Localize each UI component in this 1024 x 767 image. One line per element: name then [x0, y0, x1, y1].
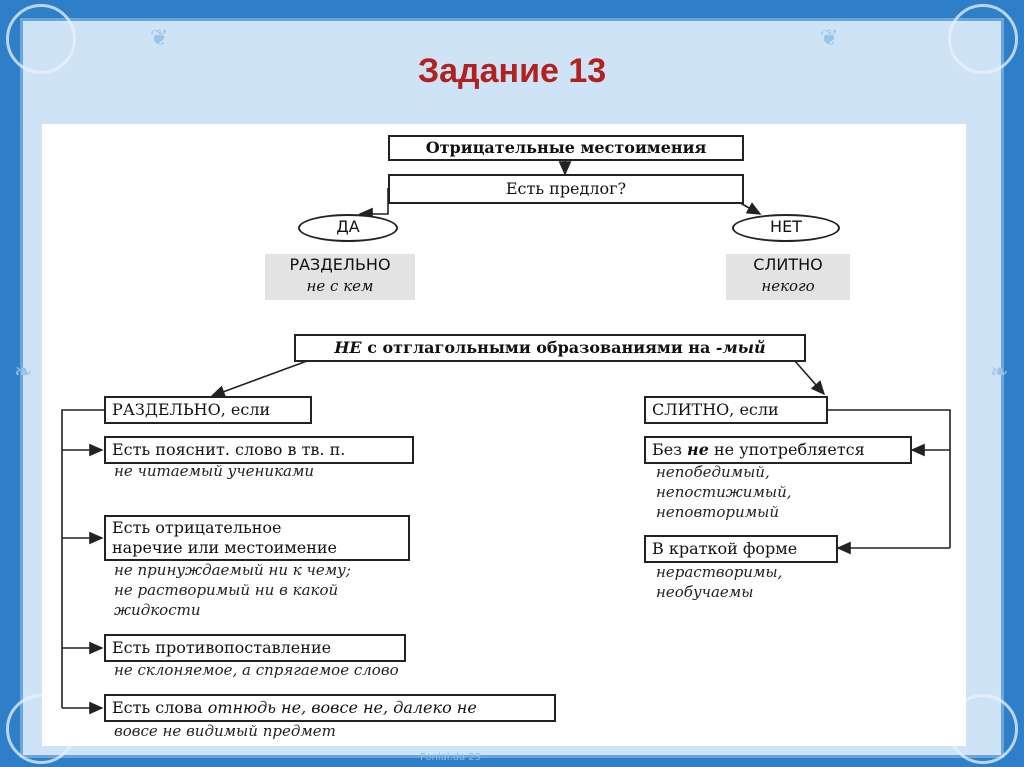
left-rule-4-prefix: Есть слова: [112, 698, 208, 717]
right-rule-1-example-1: непобедимый,: [656, 462, 770, 482]
left-rule-1-example: не читаемый учениками: [114, 461, 314, 481]
footer-watermark: Fonlai.da 25: [420, 752, 481, 763]
left-rule-1: Есть пояснит. слово в тв. п.: [104, 436, 414, 464]
left-rule-2-example-3: жидкости: [114, 600, 201, 620]
result-separate: РАЗДЕЛЬНО не с кем: [265, 254, 415, 300]
result-together: СЛИТНО некого: [726, 254, 850, 300]
right-rule-1-suffix: не употребляется: [709, 440, 865, 459]
oval-yes: ДА: [298, 214, 398, 242]
left-rule-2-line-1: Есть отрицательное: [112, 518, 402, 538]
oval-no: НЕТ: [732, 214, 840, 242]
left-rule-3-example: не склоняемое, а спрягаемое слово: [114, 660, 399, 680]
header-participles: НЕ с отглагольными образованиями на -мый: [294, 334, 806, 362]
left-rule-2-example-2: не растворимый ни в какой: [114, 580, 338, 600]
right-bracket: [828, 410, 950, 548]
header-negative-pronouns: Отрицательные местоимения: [388, 135, 744, 161]
left-rule-2-line-2: наречие или местоимение: [112, 538, 402, 558]
right-rule-1-prefix: Без: [652, 440, 687, 459]
right-rule-2-example-1: нерастворимы,: [656, 562, 782, 582]
result-separate-label: РАЗДЕЛЬНО: [265, 254, 415, 276]
left-title-separate: РАЗДЕЛЬНО, если: [104, 396, 312, 424]
left-bracket: [62, 410, 104, 708]
left-rule-4-italic: отнюдь не, вовсе не, далеко не: [208, 698, 477, 717]
right-rule-2: В краткой форме: [644, 535, 838, 563]
flourish-icon: ❦: [150, 26, 168, 51]
header-rest: с отглагольными образованиями на: [362, 338, 716, 357]
right-rule-2-example-2: необучаемы: [656, 582, 753, 602]
result-together-example: некого: [726, 276, 850, 296]
right-rule-1: Без не не употребляется: [644, 436, 912, 464]
left-rule-2: Есть отрицательное наречие или местоимен…: [104, 515, 410, 561]
flourish-icon: ❦: [820, 26, 838, 51]
result-together-label: СЛИТНО: [726, 254, 850, 276]
left-rule-2-example-1: не принуждаемый ни к чему;: [114, 560, 351, 580]
right-rule-1-example-2: непостижимый,: [656, 482, 792, 502]
left-rule-4-example: вовсе не видимый предмет: [114, 721, 336, 741]
result-separate-example: не с кем: [265, 276, 415, 296]
header-ne: НЕ: [334, 338, 361, 357]
right-rule-1-bold: не: [687, 440, 709, 459]
diagram-panel: Отрицательные местоимения Есть предлог? …: [42, 124, 966, 746]
header-suffix: -мый: [716, 338, 766, 357]
right-title-together: СЛИТНО, если: [644, 396, 828, 424]
flourish-icon: ❧: [14, 360, 32, 385]
left-rule-4: Есть слова отнюдь не, вовсе не, далеко н…: [104, 694, 556, 722]
arrow-to-no: [742, 188, 760, 214]
question-preposition: Есть предлог?: [388, 174, 744, 204]
arrow-to-left-title: [212, 361, 307, 396]
left-rule-3: Есть противопоставление: [104, 634, 406, 662]
flourish-icon: ❧: [990, 360, 1008, 385]
slide-title: Задание 13: [0, 52, 1024, 91]
arrow-to-yes: [360, 188, 388, 214]
right-rule-1-example-3: неповторимый: [656, 502, 779, 522]
arrow-to-right-title: [794, 360, 824, 394]
